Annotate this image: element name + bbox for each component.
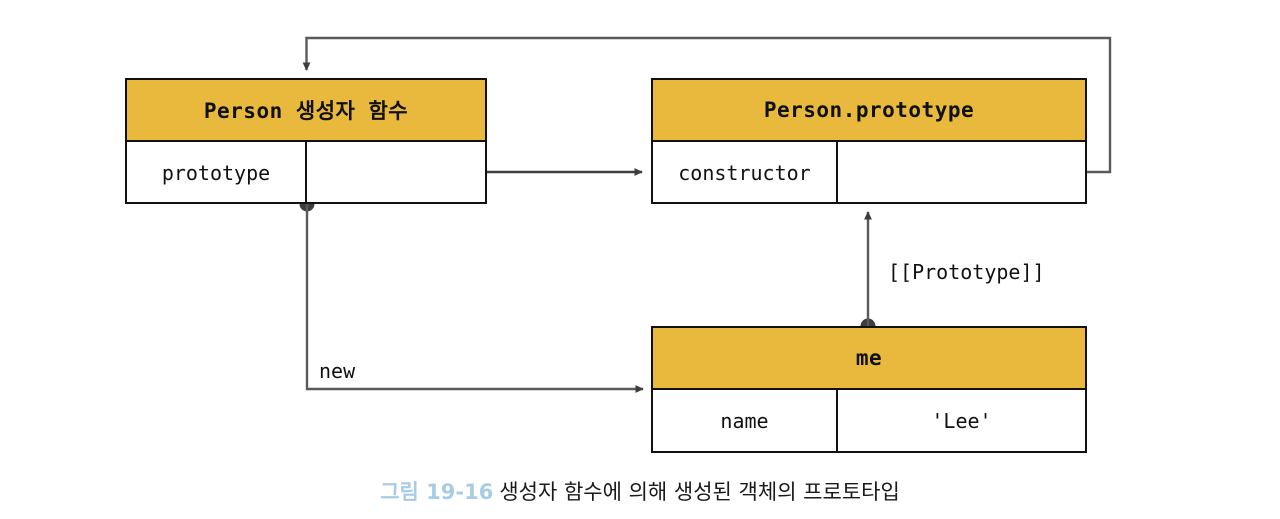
cell-name-key: name — [653, 390, 838, 452]
label-new-operator: new — [319, 359, 356, 383]
box-person-prototype-header: Person.prototype — [653, 80, 1085, 142]
box-person-constructor-row: prototype — [127, 142, 485, 204]
cell-name-value: 'Lee' — [931, 409, 992, 433]
box-me-object: me name 'Lee' — [651, 326, 1087, 453]
label-prototype-link: [[Prototype]] — [888, 260, 1045, 284]
cell-constructor-key: constructor — [653, 142, 838, 204]
figure-caption-text: 생성자 함수에 의해 생성된 객체의 프로토타입 — [499, 480, 900, 504]
cell-constructor-value — [838, 142, 1085, 204]
box-person-constructor: Person 생성자 함수 prototype — [125, 78, 487, 204]
box-person-constructor-header: Person 생성자 함수 — [127, 80, 485, 142]
wire-prototype-chain — [860, 211, 876, 334]
box-me-object-row: name 'Lee' — [653, 390, 1085, 452]
cell-person-prototype-key: prototype — [127, 142, 307, 204]
cell-person-prototype-value — [307, 142, 485, 204]
box-person-prototype: Person.prototype constructor — [651, 78, 1087, 204]
box-me-object-header: me — [653, 328, 1085, 390]
figure-number: 그림 19-16 — [380, 480, 494, 504]
box-person-prototype-row: constructor — [653, 142, 1085, 204]
